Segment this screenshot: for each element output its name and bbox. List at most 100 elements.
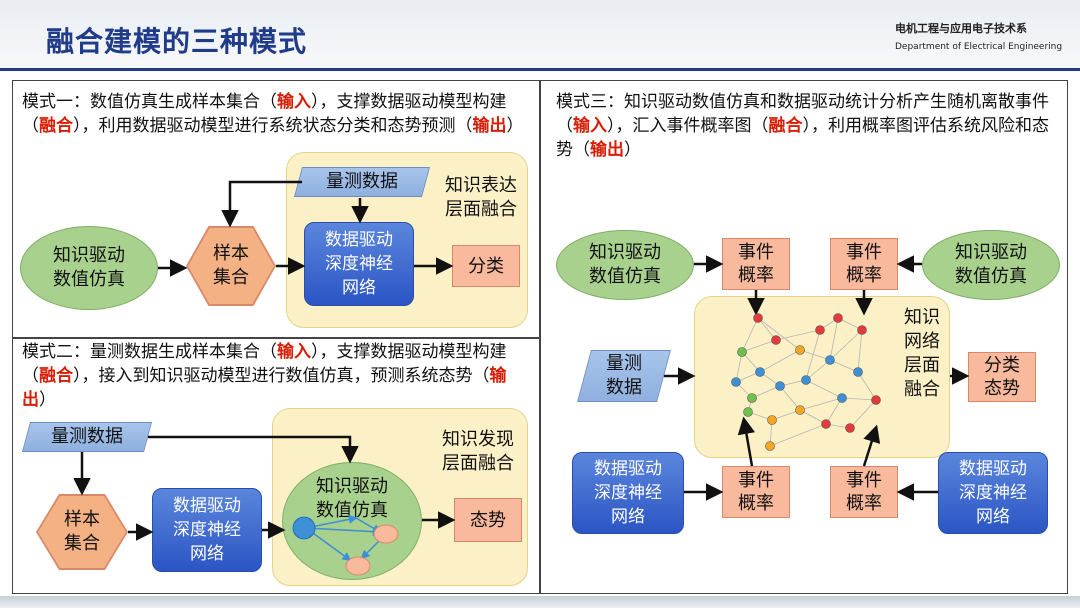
header-bar bbox=[0, 0, 1080, 70]
mode1-ellipse-line: 知识驱动 bbox=[53, 245, 125, 266]
mode3-region-label-line: 层面 bbox=[904, 355, 940, 376]
mode2-node-salmon bbox=[373, 524, 399, 544]
mode3-event-line: 概率 bbox=[846, 493, 882, 514]
mode1-arrow-measure-to-sample bbox=[221, 180, 302, 228]
mode3-event-line: 事件 bbox=[738, 470, 774, 491]
graph-node bbox=[731, 377, 741, 387]
mode1-blue-line: 深度神经 bbox=[325, 254, 393, 274]
mode1-blue-line: 网络 bbox=[342, 278, 376, 298]
graph-node bbox=[795, 345, 805, 355]
mode2-text-part: ），接入到知识驱动模型进行数值仿真，预测系统态势（ bbox=[73, 366, 490, 386]
mode1-out-label: 分类 bbox=[468, 255, 504, 277]
mode3-event-line: 事件 bbox=[846, 470, 882, 491]
mode3-knowledge-simulation-right: 知识驱动数值仿真 bbox=[922, 230, 1060, 300]
graph-node bbox=[795, 405, 805, 415]
mode2-ellipse-line: 知识驱动 bbox=[316, 476, 388, 497]
mode1-ellipse-line: 数值仿真 bbox=[53, 269, 125, 290]
mode3-output-box: 分类态势 bbox=[968, 352, 1036, 402]
mode1-region-label-line: 层面融合 bbox=[445, 199, 517, 220]
mode2-region-label-line: 层面融合 bbox=[442, 453, 514, 474]
mode3-deep-network-left: 数据驱动深度神经网络 bbox=[572, 452, 684, 534]
graph-node bbox=[771, 335, 781, 345]
mode2-keyword-output: 输出 bbox=[22, 366, 507, 410]
graph-node bbox=[765, 441, 775, 451]
mode1-text-part: 模式一：数值仿真生成样本集合（ bbox=[22, 92, 277, 112]
mode3-event-prob-bottom-right: 事件概率 bbox=[830, 466, 898, 518]
mode2-keyword-fusion: 融合 bbox=[39, 366, 73, 386]
mode3-ellipse-line: 数值仿真 bbox=[589, 266, 661, 287]
mode1-text-part: ），支撑数据驱动模型构建（ bbox=[22, 92, 507, 136]
mode1-knowledge-simulation: 知识驱动数值仿真 bbox=[20, 226, 158, 310]
mode2-description: 模式二：量测数据生成样本集合（输入），支撑数据驱动模型构建（融合），接入到知识驱… bbox=[22, 340, 532, 412]
mode3-graph-nodes bbox=[731, 313, 881, 451]
graph-node bbox=[857, 325, 867, 335]
mode1-text-part: ） bbox=[506, 116, 524, 136]
mode3-text-part: ），汇入事件概率图（ bbox=[607, 116, 769, 136]
mode2-blue-line: 深度神经 bbox=[173, 520, 241, 540]
mode3-keyword-output: 输出 bbox=[590, 140, 624, 160]
graph-node bbox=[825, 355, 835, 365]
mode3-keyword-input: 输入 bbox=[573, 116, 607, 136]
mode2-text-part: ） bbox=[39, 390, 56, 410]
mode3-out-line: 态势 bbox=[984, 378, 1020, 399]
mode3-event-line: 概率 bbox=[846, 265, 882, 286]
mode1-keyword-fusion: 融合 bbox=[39, 116, 73, 136]
graph-node bbox=[801, 375, 811, 385]
graph-node bbox=[737, 347, 747, 357]
mode2-deep-network: 数据驱动深度神经网络 bbox=[152, 488, 262, 572]
mode2-out-label: 态势 bbox=[470, 509, 506, 531]
graph-node bbox=[775, 381, 785, 391]
mode3-text-part: ） bbox=[624, 140, 641, 160]
mode1-region-label: 知识表达 层面融合 bbox=[436, 174, 526, 222]
mode1-hex-line: 样本 bbox=[213, 243, 249, 264]
mode3-region-label-line: 知识 bbox=[904, 307, 940, 328]
mode1-keyword-output: 输出 bbox=[472, 116, 507, 136]
mode1-hex-line: 集合 bbox=[213, 267, 249, 288]
mode2-keyword-input: 输入 bbox=[277, 342, 311, 362]
department-name-en: Department of Electrical Engineering bbox=[895, 42, 1063, 52]
graph-node bbox=[743, 407, 753, 417]
graph-node bbox=[853, 367, 863, 377]
mode1-description: 模式一：数值仿真生成样本集合（输入），支撑数据驱动模型构建（融合），利用数据驱动… bbox=[22, 90, 532, 138]
graph-node bbox=[753, 313, 763, 323]
mode2-arrow-measure-to-sim bbox=[148, 435, 359, 464]
footer-bar bbox=[0, 596, 1080, 608]
mode1-deep-network: 数据驱动深度神经网络 bbox=[304, 222, 414, 306]
mode3-ellipse-line: 数值仿真 bbox=[955, 266, 1027, 287]
mode2-hex-line: 样本 bbox=[64, 509, 100, 530]
mode3-knowledge-simulation-left: 知识驱动数值仿真 bbox=[556, 230, 694, 300]
mode2-blue-line: 网络 bbox=[190, 544, 224, 564]
mode3-blue-line: 网络 bbox=[976, 507, 1010, 527]
graph-node bbox=[871, 395, 881, 405]
graph-node bbox=[845, 423, 855, 433]
mode3-keyword-fusion: 融合 bbox=[768, 116, 803, 136]
mode3-region-label: 知识 网络 层面 融合 bbox=[896, 306, 948, 402]
mode2-text-part: ），支撑数据驱动模型构建（ bbox=[22, 342, 507, 386]
mode3-event-line: 事件 bbox=[846, 242, 882, 263]
mode3-event-prob-top-left: 事件概率 bbox=[722, 238, 790, 290]
department-name-cn: 电机工程与应用电子技术系 bbox=[895, 22, 1027, 35]
graph-node bbox=[767, 415, 777, 425]
mode3-deep-network-right: 数据驱动深度神经网络 bbox=[938, 452, 1048, 534]
header-divider bbox=[0, 68, 1080, 71]
graph-node bbox=[755, 367, 765, 377]
mode3-ellipse-line: 知识驱动 bbox=[955, 242, 1027, 263]
mode3-blue-line: 深度神经 bbox=[594, 483, 662, 503]
graph-node bbox=[833, 313, 843, 323]
mode2-blue-line: 数据驱动 bbox=[173, 496, 241, 516]
mode3-blue-line: 网络 bbox=[611, 507, 645, 527]
graph-node bbox=[747, 393, 757, 403]
mode3-blue-line: 深度神经 bbox=[959, 483, 1027, 503]
mode2-region-label: 知识发现 层面融合 bbox=[432, 428, 524, 476]
mode3-blue-line: 数据驱动 bbox=[594, 459, 662, 479]
mode2-ellipse-line: 数值仿真 bbox=[316, 500, 388, 521]
mode1-region-label-line: 知识表达 bbox=[445, 175, 517, 196]
mode3-blue-line: 数据驱动 bbox=[959, 459, 1027, 479]
graph-node bbox=[815, 325, 825, 335]
mode3-event-line: 概率 bbox=[738, 493, 774, 514]
mode2-hex-line: 集合 bbox=[64, 533, 100, 554]
mode2-region-label-line: 知识发现 bbox=[442, 429, 514, 450]
graph-node bbox=[837, 393, 847, 403]
mode1-keyword-input: 输入 bbox=[277, 92, 311, 112]
